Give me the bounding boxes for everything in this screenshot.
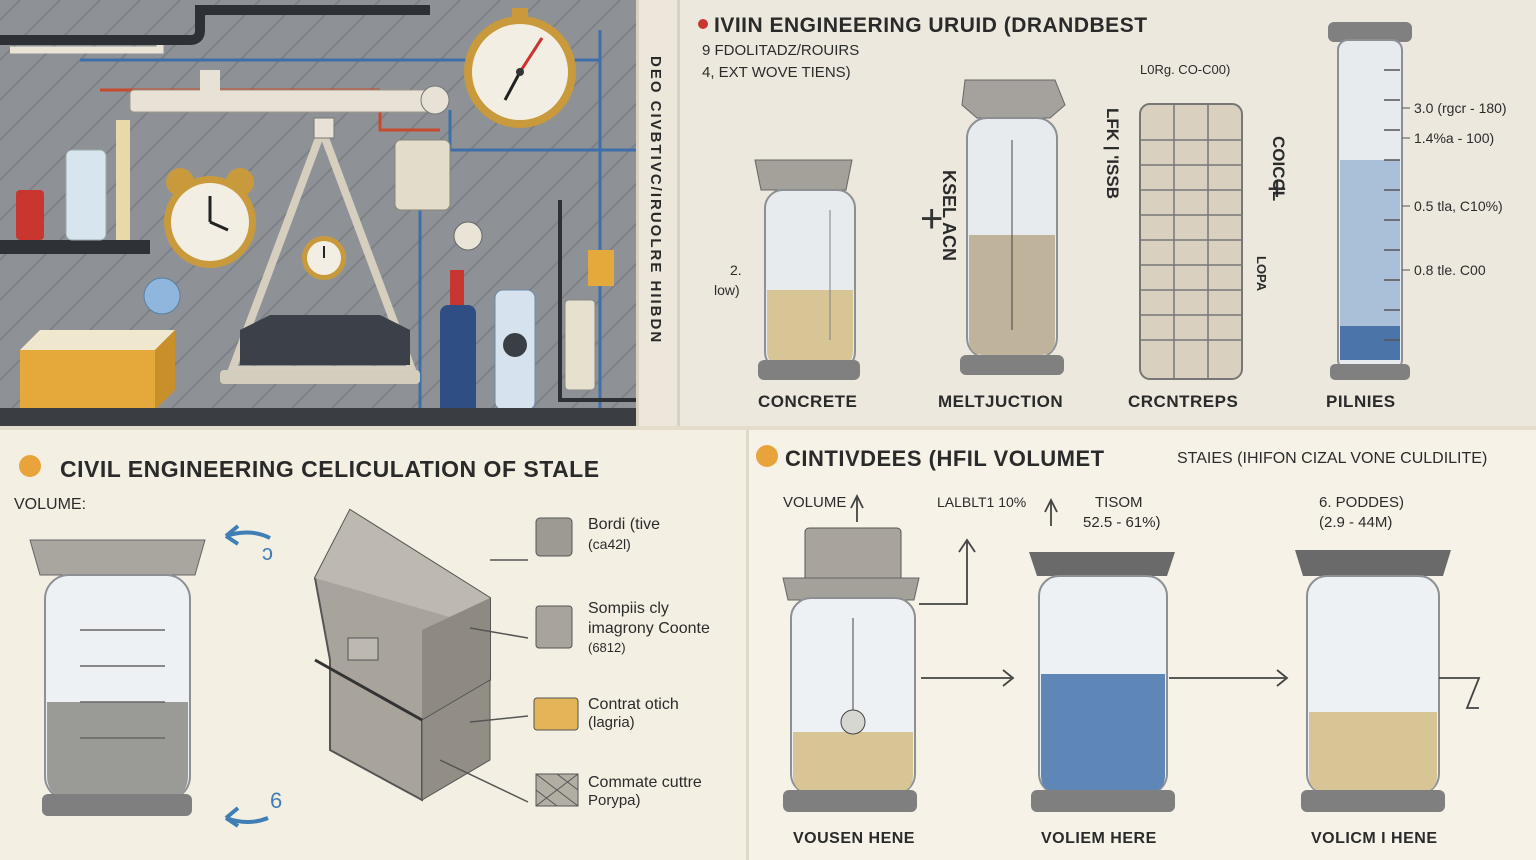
label-a: LALBLT1 10%	[937, 494, 1027, 510]
legend-1-label: Bordi (tive	[588, 516, 661, 533]
label-b-2: 52.5 - 61%)	[1083, 514, 1161, 531]
accent-dot-icon	[19, 455, 41, 477]
box-icon	[20, 330, 175, 410]
clock-icon	[164, 168, 256, 268]
bottom-right-panel: CINTIVDEES (HFIL VOLUMET STAIES (IHIFON …	[746, 430, 1536, 860]
melting-flask-icon	[960, 79, 1066, 375]
cylinder-label-1: 3.0 (rgcr - 180)	[1414, 100, 1507, 116]
lab-illustration	[0, 0, 636, 426]
graduated-cylinder-icon	[1328, 22, 1412, 380]
legend-2-label: Sompiis cly	[588, 600, 669, 617]
balance-scale-icon	[220, 117, 420, 384]
caption-1: VOUSEN HENE	[793, 830, 915, 847]
states-label: STAIES (IHIFON CIZAL VONE CULDILITE)	[1177, 450, 1488, 467]
grid-top-label: L0Rg. CO-C00)	[1140, 62, 1231, 77]
ksel-label: KSEL ACN	[939, 170, 959, 262]
legend-1-sub: (ca42l)	[588, 536, 631, 552]
red-dot-icon	[698, 19, 708, 29]
horizontal-divider	[0, 426, 1536, 430]
vertical-strip: DEO CIVBTIVC/IRUOLRE HIIBDN	[636, 0, 680, 426]
pressure-gauge-icon	[464, 8, 576, 128]
svg-text:+: +	[920, 197, 943, 241]
svg-text:ↄ: ↄ	[262, 540, 273, 565]
globe-icon	[143, 277, 181, 315]
cube-icon	[535, 605, 573, 649]
volume-jar-icon	[29, 539, 206, 816]
caption-meltjuction: MELTJUCTION	[938, 392, 1064, 411]
legend-2-sub2: (6812)	[588, 640, 626, 655]
low-label: low)	[714, 282, 740, 298]
svg-text:+: +	[1267, 170, 1287, 208]
top-right-panel: + +	[680, 0, 1536, 426]
low-number: 2.	[730, 262, 742, 278]
sand-jar-icon	[782, 527, 920, 812]
rpa-label: LOPA	[1254, 256, 1269, 292]
bottom-right-illustration	[756, 445, 1481, 812]
blue-bottle-icon	[440, 305, 476, 415]
caption-pilnies: PILNIES	[1326, 392, 1396, 411]
block-icon	[535, 517, 573, 557]
bottom-left-panel: ↄ 6 CIVIL ENGINEERING CELICULATION OF ST…	[0, 430, 742, 860]
label-b-1: TISOM	[1095, 494, 1143, 511]
legend-4-sub: Porypa)	[588, 792, 641, 809]
subtitle-line-2: 4, EXT WOVE TIENS)	[702, 64, 851, 81]
caption-concrete: CONCRETE	[758, 392, 858, 411]
cylinder-label-4: 0.8 tle. C00	[1414, 262, 1486, 278]
slab-icon	[533, 697, 579, 731]
caption-2: VOLIEM HERE	[1041, 830, 1157, 847]
level-jar-icon	[1295, 550, 1451, 812]
legend-3-sub: (lagria)	[588, 714, 635, 731]
lab-illustration-panel	[0, 0, 636, 426]
lfk-label: LFK | 'ISSB	[1103, 108, 1122, 199]
meter-box-icon	[394, 139, 451, 211]
volume-label: VOLUME	[783, 494, 847, 511]
panel-title: CIVIL ENGINEERING CELICULATION OF STALE	[60, 456, 600, 482]
legend-2-sub: imagrony Coonte	[588, 620, 710, 637]
panel-title: CINTIVDEES (HFIL VOLUMET	[785, 446, 1105, 471]
panel-title: IVIIN ENGINEERING URUID (DRANDBEST	[714, 14, 1148, 37]
pipe-top	[0, 5, 430, 45]
svg-text:6: 6	[270, 788, 282, 813]
grid-block-icon	[1139, 103, 1243, 380]
jar-icon	[65, 149, 107, 241]
subtitle-line-1: 9 FDOLITADZ/ROUIRS	[702, 42, 860, 59]
house-block-icon	[313, 508, 491, 802]
cylinder-label-2: 1.4%a - 100)	[1414, 130, 1495, 146]
volume-label: VOLUME:	[14, 496, 87, 513]
legend-3-label: Contrat otich	[588, 696, 679, 713]
cocl-label: COICCL	[1269, 136, 1288, 202]
bottle-icon	[16, 190, 44, 240]
cylinder-label-3: 0.5 tla, C10%)	[1414, 198, 1503, 214]
caption-3: VOLICM I HENE	[1311, 830, 1438, 847]
caption-crcntreps: CRCNTREPS	[1128, 392, 1239, 411]
label-c-2: (2.9 - 44M)	[1319, 514, 1393, 531]
arrow-top-icon	[225, 530, 271, 540]
label-c-1: 6. PODDES)	[1319, 494, 1405, 511]
strip-text: DEO CIVBTIVC/IRUOLRE HIIBDN	[647, 56, 664, 345]
bottom-left-illustration: ↄ 6	[19, 455, 579, 828]
water-jar-icon	[1029, 552, 1175, 812]
legend-4-label: Commate cuttre	[588, 774, 702, 791]
top-right-illustration: + +	[698, 19, 1412, 380]
concrete-jar-icon	[754, 159, 860, 380]
accent-dot-icon	[756, 445, 778, 467]
